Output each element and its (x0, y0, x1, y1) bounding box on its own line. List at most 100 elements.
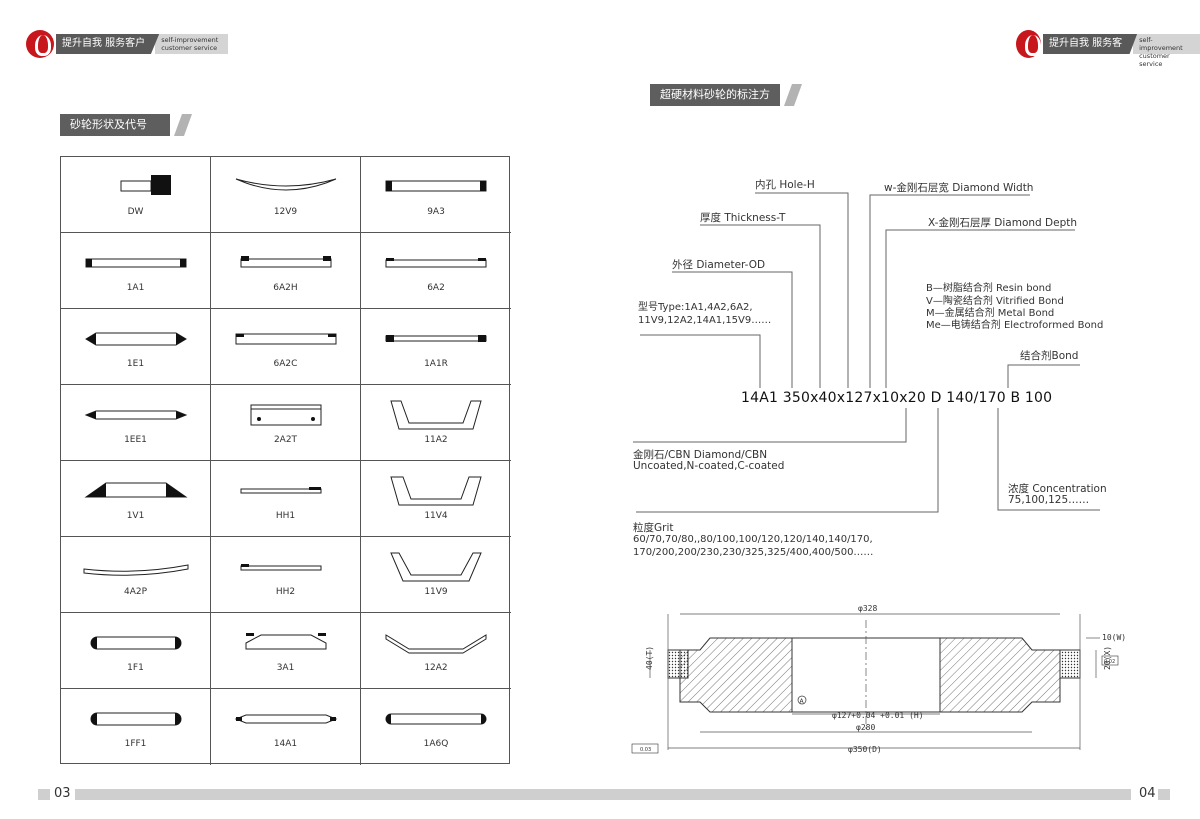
logo-slogan-cn: 提升自我 服务客户 (1042, 34, 1138, 54)
label-thickness: 厚度 Thickness-T (700, 212, 786, 224)
label-concentration-1: 浓度 Concentration (1008, 483, 1107, 495)
tolerance-2: 0.02 (1104, 659, 1115, 665)
shape-code: 3A1 (276, 663, 295, 673)
shape-cell-11v4: 11V4 (361, 461, 511, 537)
shape-cell-6a2h: 6A2H (211, 233, 361, 309)
shape-code: HH2 (275, 587, 296, 597)
shape-code: DW (127, 207, 144, 217)
wheel-cross-section-drawing: φ328 10(W) 40(T) 20(X) φ127+0.04 +0.01 (… (631, 604, 1126, 754)
shape-cell-6a2c: 6A2C (211, 309, 361, 385)
dim-hole: φ127+0.04 +0.01 (H) (832, 711, 924, 720)
logo-icon (1016, 30, 1041, 58)
shape-cell-1a1: 1A1 (61, 233, 211, 309)
label-hole: 内孔 Hole-H (755, 179, 815, 191)
shape-code: 1FF1 (124, 739, 147, 749)
marking-code: 14A1 350x40x127x10x20 D 140/170 B 100 (741, 390, 1053, 406)
wheel-shape-icon (390, 400, 482, 430)
label-grit-3: 170/200,200/230,230/325,325/400,400/500…… (633, 547, 874, 558)
shape-cell-9a3: 9A3 (361, 157, 511, 233)
wheel-shape-icon (390, 552, 482, 582)
label-bond-vitrified: V—陶瓷结合剂 Vitrified Bond (926, 296, 1064, 307)
logo-slogan-cn: 提升自我 服务客户 (56, 34, 160, 54)
wheel-shape-icon (385, 634, 487, 654)
wheel-shape-icon (90, 636, 182, 650)
shape-cell-1e1: 1E1 (61, 309, 211, 385)
shape-code: 9A3 (427, 207, 445, 217)
footer-marker-left (38, 789, 50, 800)
wheel-shape-icon (234, 714, 338, 724)
wheel-shape-icon (240, 256, 332, 268)
label-bond: 结合剂Bond (1020, 350, 1079, 362)
shape-code: 6A2C (273, 359, 298, 369)
shape-code: 1F1 (127, 663, 144, 673)
shape-cell-dw: DW (61, 157, 211, 233)
wheel-shape-icon (85, 258, 187, 268)
wheel-shape-icon (85, 332, 187, 346)
shape-cell-1a1r: 1A1R (361, 309, 511, 385)
wheel-shape-table: DW 12V9 9A3 1A1 6A2H 6A2 1E1 6A2C 1A1R 1EE1 2A2T 11… (60, 156, 511, 765)
shape-code: 6A2 (427, 283, 445, 293)
shape-code: 11V9 (424, 587, 448, 597)
shape-cell-4a2p: 4A2P (61, 537, 211, 613)
shape-code: 11V4 (424, 511, 448, 521)
datum-marker (797, 695, 807, 705)
shape-code: 1A6Q (423, 739, 449, 749)
logo-icon (26, 30, 54, 58)
shape-code: 14A1 (273, 739, 298, 749)
shape-code: 12A2 (424, 663, 448, 673)
wheel-shape-icon (385, 258, 487, 268)
tolerance-frame-1 (631, 743, 659, 754)
shape-cell-hh2: HH2 (211, 537, 361, 613)
shape-cell-1ee1: 1EE1 (61, 385, 211, 461)
shape-cell-1ff1: 1FF1 (61, 689, 211, 765)
wheel-shape-icon (240, 564, 322, 571)
wheel-shape-icon (84, 410, 188, 420)
shape-cell-6a2: 6A2 (361, 233, 511, 309)
page-number-right: 04 (1139, 786, 1156, 801)
shape-cell-1f1: 1F1 (61, 613, 211, 689)
label-width: w-金刚石层宽 Diamond Width (884, 182, 1034, 194)
dim-d280: φ280 (856, 723, 875, 732)
wheel-shape-icon (250, 404, 322, 426)
wheel-shape-icon (90, 712, 182, 726)
shape-code: 1E1 (126, 359, 145, 369)
shape-code: 1A1R (424, 359, 448, 369)
datum-label: A (800, 698, 805, 705)
shape-code: 1V1 (126, 511, 145, 521)
label-diameter: 外径 Diameter-OD (672, 259, 766, 271)
footer-marker-right (1158, 789, 1170, 800)
label-type-2: 11V9,12A2,14A1,15V9…… (638, 315, 772, 326)
dim-d328: φ328 (858, 604, 877, 613)
section-title-shapes: 砂轮形状及代号 (60, 114, 170, 136)
wheel-shape-icon (235, 333, 337, 345)
dim-t40: 40(T) (645, 646, 654, 670)
page-number-left: 03 (54, 786, 71, 801)
shape-cell-12a2: 12A2 (361, 613, 511, 689)
label-bond-electroformed: Me—电铸结合剂 Electroformed Bond (926, 320, 1104, 331)
wheel-shape-icon (84, 482, 188, 498)
dim-d350: φ350(D) (848, 745, 882, 754)
shape-code: 1EE1 (124, 435, 147, 445)
tolerance-frame-2 (1101, 655, 1119, 666)
shape-code: 11A2 (424, 435, 448, 445)
wheel-shape-icon (390, 476, 482, 506)
shape-code: 6A2H (273, 283, 298, 293)
shape-cell-12v9: 12V9 (211, 157, 361, 233)
tolerance-1: 0.03 (640, 747, 651, 753)
label-abrasive-2: Uncoated,N-coated,C-coated (633, 460, 785, 472)
shape-code: 12V9 (273, 207, 298, 217)
label-bond-metal: M—金属结合剂 Metal Bond (926, 308, 1055, 319)
shape-cell-2a2t: 2A2T (211, 385, 361, 461)
shape-cell-11v9: 11V9 (361, 537, 511, 613)
label-grit-1: 粒度Grit (633, 522, 674, 534)
wheel-shape-icon (385, 713, 487, 725)
shape-cell-11a2: 11A2 (361, 385, 511, 461)
shape-code: 4A2P (123, 587, 148, 597)
shape-cell-14a1: 14A1 (211, 689, 361, 765)
label-abrasive-1: 金刚石/CBN Diamond/CBN (633, 449, 768, 461)
label-concentration-2: 75,100,125…… (1008, 494, 1090, 506)
shape-cell-1a6q: 1A6Q (361, 689, 511, 765)
shape-cell-1v1: 1V1 (61, 461, 211, 537)
